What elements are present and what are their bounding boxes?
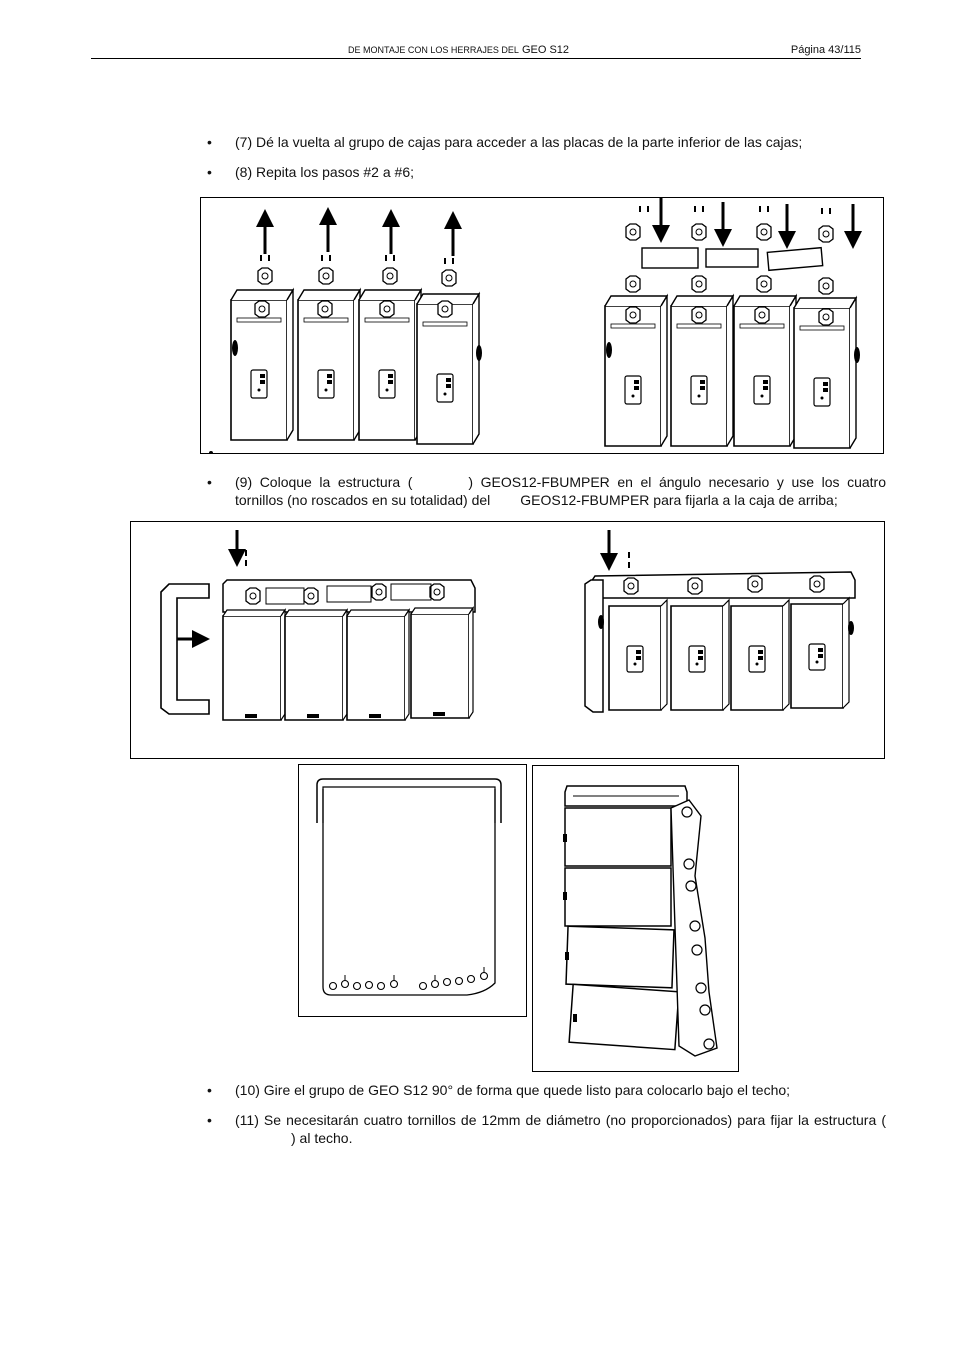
step-9-part3: GEOS12-FBUMPER para fijarla a la caja de… (520, 492, 838, 508)
figure-bumper-detail-drawing (316, 778, 502, 996)
step-9-part2: ) GEOS12-FBUMPER en el ángulo necesario … (235, 474, 886, 508)
header-title: DE MONTAJE CON LOS HERRAJES DEL GEO S12 (348, 44, 569, 56)
bumper-frame-left (160, 530, 247, 715)
step-7: (7) Dé la vuelta al grupo de cajas para … (207, 133, 886, 151)
figure-array-stack-drawing (563, 785, 718, 1057)
right-cabinet-stack (584, 530, 856, 713)
step-9: (9) Coloque la estructura () GEOS12-FBUM… (207, 473, 886, 509)
page-header: DE MONTAJE CON LOS HERRAJES DEL GEO S12 … (91, 44, 861, 59)
step-11-part2: ) al techo. (291, 1130, 353, 1146)
figure-bumper-detail (298, 764, 527, 1017)
page-number: Página 43/115 (790, 44, 861, 56)
figure-array-stack (532, 765, 739, 1072)
header-title-model: GEO S12 (521, 44, 570, 56)
header-title-prefix: DE MONTAJE CON LOS HERRAJES DEL (348, 45, 519, 55)
left-cabinet-group (230, 207, 482, 445)
figure-flip-plates (200, 197, 884, 454)
figure-attach-bumper (130, 521, 885, 759)
right-cabinet-group (604, 198, 862, 449)
step-10: (10) Gire el grupo de GEO S12 90° de for… (207, 1081, 886, 1099)
step-8: (8) Repita los pasos #2 a #6; (207, 163, 886, 181)
figure-attach-bumper-drawing (160, 530, 856, 721)
left-cabinet-stack (222, 579, 476, 721)
stacked-cabinets (564, 807, 680, 1051)
step-11: (11) Se necesitarán cuatro tornillos de … (207, 1111, 886, 1147)
step-11-part1: (11) Se necesitarán cuatro tornillos de … (235, 1112, 886, 1128)
step-9-part1: (9) Coloque la estructura ( (235, 474, 413, 490)
figure-flip-plates-drawing (209, 198, 862, 453)
mounting-holes (328, 971, 489, 991)
